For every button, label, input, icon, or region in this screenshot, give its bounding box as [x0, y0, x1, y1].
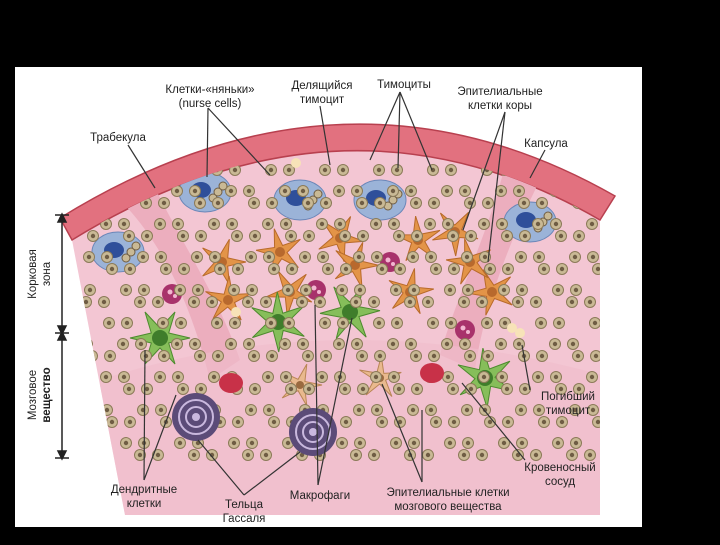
- blood-vessel: [420, 363, 444, 383]
- label-cortical-epithelial-2: клетки коры: [468, 100, 532, 112]
- label-dead-thymocyte-2: тимоцит: [546, 405, 591, 417]
- label-hassall-bodies-1: Тельца: [225, 499, 264, 511]
- label-capsule: Капсула: [524, 138, 568, 150]
- macrophage: [455, 320, 475, 340]
- hassall-body: [172, 393, 220, 441]
- label-medulla-1: Мозговое: [27, 370, 39, 420]
- label-cortex-zone-1: Корковая: [27, 249, 39, 299]
- label-blood-vessel-2: сосуд: [545, 476, 575, 488]
- label-thymocytes: Тимоциты: [377, 79, 431, 91]
- dead-thymocyte: [507, 323, 517, 333]
- label-dead-thymocyte-1: Погибший: [541, 391, 595, 403]
- dead-thymocyte: [291, 158, 301, 168]
- label-dendritic-cells-2: клетки: [127, 498, 162, 510]
- label-nurse-cells-1: Клетки-«няньки»: [165, 84, 254, 96]
- label-blood-vessel-1: Кровеносный: [524, 462, 595, 474]
- label-medullary-epithelial-2: мозгового вещества: [394, 501, 502, 513]
- label-hassall-bodies-2: Гассаля: [223, 513, 266, 525]
- label-dendritic-cells-1: Дендритные: [111, 484, 177, 496]
- label-macrophages: Макрофаги: [290, 490, 350, 502]
- label-cortical-epithelial-1: Эпителиальные: [457, 86, 542, 98]
- label-cortex-zone-2: зона: [41, 261, 53, 286]
- hassall-body: [289, 408, 337, 456]
- blood-vessel: [219, 373, 243, 393]
- label-nurse-cells-2: (nurse cells): [179, 98, 242, 110]
- label-trabecula: Трабекула: [90, 132, 146, 144]
- dead-thymocyte: [231, 307, 241, 317]
- label-medulla-2: вещество: [41, 367, 53, 422]
- label-medullary-epithelial-1: Эпителиальные клетки: [386, 487, 509, 499]
- label-dividing-thymocyte-1: Делящийся: [291, 80, 352, 92]
- label-dividing-thymocyte-2: тимоцит: [300, 94, 345, 106]
